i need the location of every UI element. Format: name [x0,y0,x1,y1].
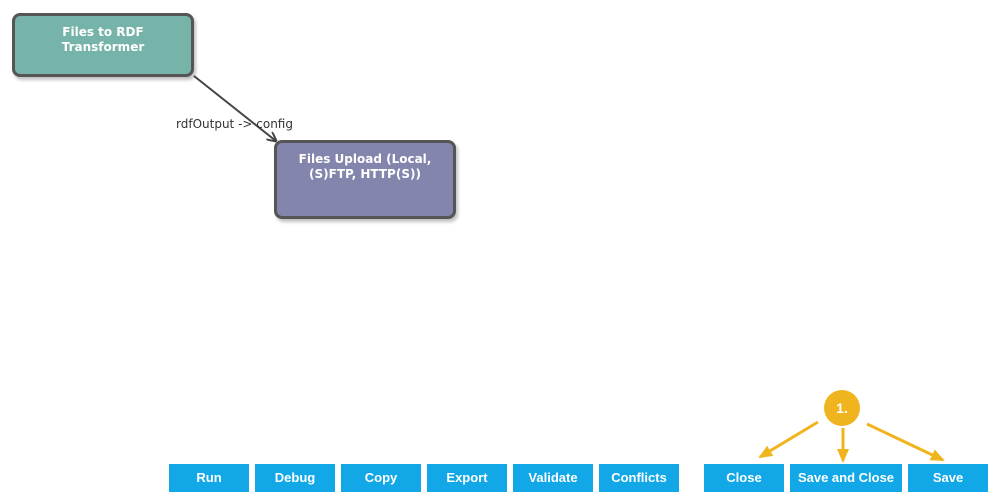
node-label: Files to RDF Transformer [61,25,145,54]
save-and-close-button[interactable]: Save and Close [790,464,902,492]
copy-button[interactable]: Copy [341,464,421,492]
conflicts-button[interactable]: Conflicts [599,464,679,492]
close-button[interactable]: Close [704,464,784,492]
save-button[interactable]: Save [908,464,988,492]
pipeline-node-files-upload[interactable]: Files Upload (Local, (S)FTP, HTTP(S)) [274,140,456,219]
debug-button[interactable]: Debug [255,464,335,492]
run-button[interactable]: Run [169,464,249,492]
pipeline-node-files-to-rdf-transformer[interactable]: Files to RDF Transformer [12,13,194,77]
validate-button[interactable]: Validate [513,464,593,492]
node-label: Files Upload (Local, (S)FTP, HTTP(S)) [298,152,432,181]
pipeline-edge-line[interactable] [193,75,276,141]
export-button[interactable]: Export [427,464,507,492]
callout-badge: 1. [824,390,860,426]
edge-label: rdfOutput -> config [176,117,293,131]
